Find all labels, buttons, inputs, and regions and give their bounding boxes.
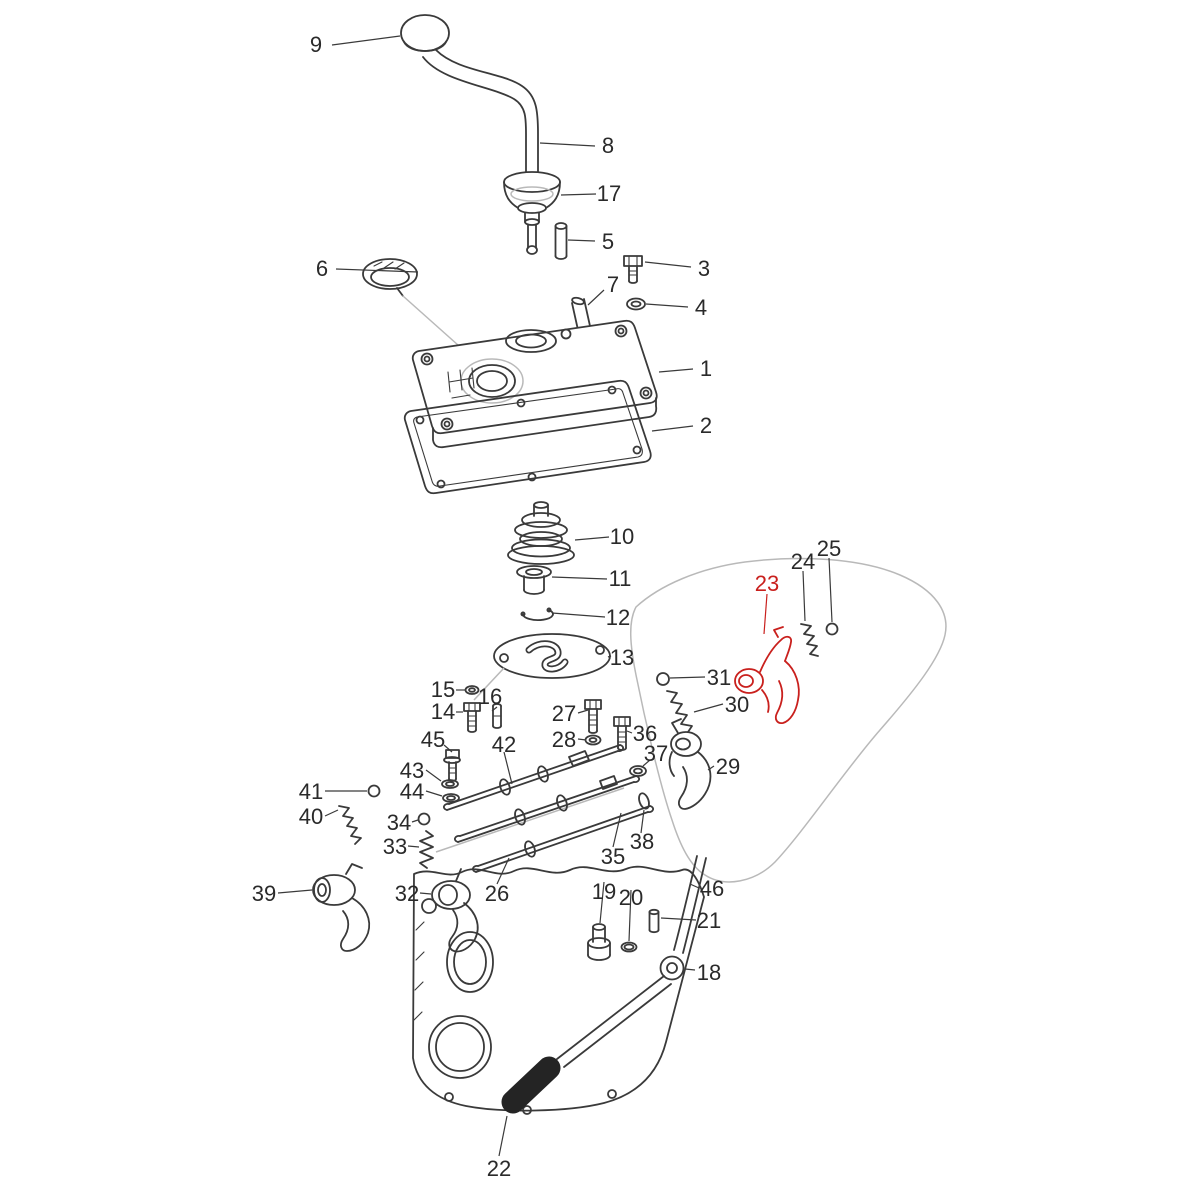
callout-1: 1 (700, 356, 712, 381)
callout-10: 10 (610, 524, 634, 549)
callout-4: 4 (695, 295, 707, 320)
callout-11: 11 (609, 566, 632, 591)
part-plunger-19 (587, 923, 611, 961)
part-washer-15 (464, 685, 480, 695)
callout-13: 13 (610, 645, 634, 670)
callout-36: 36 (633, 721, 657, 746)
part-shift-knob (400, 14, 450, 52)
callout-2: 2 (700, 413, 712, 438)
part-pin-21 (648, 908, 660, 934)
callout-22: 22 (487, 1156, 511, 1181)
part-washer-4 (626, 297, 646, 311)
part-shift-lever (422, 49, 539, 181)
part-gear-lever-46 (501, 855, 707, 1114)
part-washer-28 (584, 734, 602, 746)
callout-8: 8 (602, 133, 614, 158)
callout-26: 26 (485, 881, 509, 906)
callout-41: 41 (299, 779, 323, 804)
callout-18: 18 (697, 960, 721, 985)
callout-43: 43 (400, 758, 424, 783)
part-bushing-11 (516, 565, 552, 595)
callout-labels: 9 8 17 5 3 6 7 4 1 2 10 11 12 13 15 14 1… (252, 32, 841, 1181)
part-collar-38 (638, 792, 650, 810)
part-fork-29 (668, 718, 712, 810)
callout-37: 37 (644, 741, 668, 766)
callout-3: 3 (698, 256, 710, 281)
callout-35: 35 (601, 844, 625, 869)
part-spring-40 (338, 805, 362, 845)
part-bolt-27 (584, 699, 602, 734)
part-stud-16 (492, 703, 502, 729)
part-washer-37 (629, 765, 647, 777)
part-grip-22 (501, 1056, 561, 1114)
part-shift-cover (411, 319, 658, 449)
part-spring-33 (419, 830, 434, 869)
callout-34: 34 (387, 810, 411, 835)
part-cover-plate-13 (493, 633, 611, 679)
callout-31: 31 (707, 665, 731, 690)
part-fork-39 (312, 863, 371, 952)
part-ball-25 (825, 622, 839, 636)
part-snap-ring-12 (520, 607, 554, 621)
part-spring-24 (800, 623, 819, 657)
part-ball-31 (656, 672, 670, 686)
assembly-line (473, 667, 505, 701)
callout-27: 27 (552, 701, 576, 726)
part-gasket-2 (403, 379, 652, 495)
leader-lines (277, 35, 833, 1157)
part-lever-seat (503, 171, 561, 255)
callout-39: 39 (252, 881, 276, 906)
callout-7: 7 (607, 272, 619, 297)
part-ball-34 (417, 812, 431, 826)
callout-45: 45 (421, 727, 445, 752)
callout-46: 46 (700, 876, 724, 901)
callout-6: 6 (316, 256, 328, 281)
part-bolt-45 (443, 749, 461, 782)
case-silhouette (435, 557, 947, 883)
part-fork-23-highlighted (734, 626, 800, 725)
part-bolt-3 (623, 255, 643, 284)
callout-44: 44 (400, 779, 424, 804)
callout-20: 20 (619, 885, 643, 910)
part-washer-44 (442, 793, 460, 803)
shift-pattern-engraving (447, 367, 475, 399)
callout-9: 9 (310, 32, 322, 57)
callout-14: 14 (431, 699, 455, 724)
part-oring-20 (620, 941, 638, 953)
callout-33: 33 (383, 834, 407, 859)
callout-29: 29 (716, 754, 740, 779)
part-shift-rails (443, 744, 654, 873)
part-washer-43 (441, 779, 459, 789)
callout-17: 17 (597, 181, 621, 206)
callout-38: 38 (630, 829, 654, 854)
callout-42: 42 (492, 732, 516, 757)
callout-12: 12 (606, 605, 630, 630)
callout-16: 16 (478, 684, 502, 709)
callout-25: 25 (817, 536, 841, 561)
part-ball-41 (367, 784, 381, 798)
callout-40: 40 (299, 804, 323, 829)
part-boot-10 (507, 501, 575, 565)
part-pin-5 (554, 222, 568, 260)
part-fork-32 (431, 868, 479, 953)
part-bolt-14 (463, 702, 481, 733)
callout-32: 32 (395, 881, 419, 906)
callout-24: 24 (791, 549, 815, 574)
callout-5: 5 (602, 229, 614, 254)
callout-21: 21 (697, 908, 721, 933)
part-spring-30 (666, 690, 693, 733)
callout-30: 30 (725, 692, 749, 717)
callout-15: 15 (431, 677, 455, 702)
callout-19: 19 (592, 879, 616, 904)
callout-23-highlighted: 23 (755, 571, 779, 596)
callout-28: 28 (552, 727, 576, 752)
